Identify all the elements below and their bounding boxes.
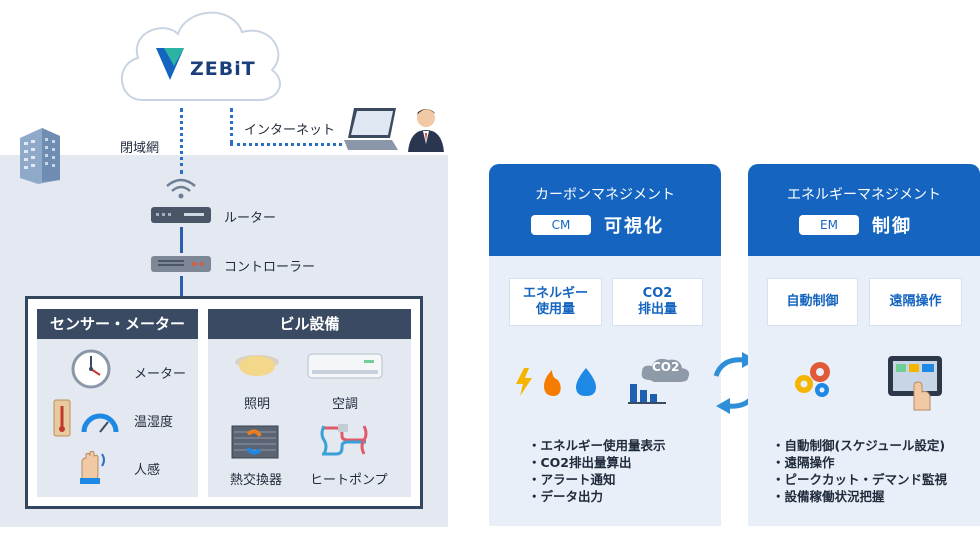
router-controller-line [180,227,183,253]
heat-pump-icon [320,424,368,456]
cm-bullet-3: ・アラート通知 [528,472,616,487]
equipment-item-heat-exchanger: 熱交換器 [230,473,283,488]
em-bullet-4: ・設備稼働状況把握 [772,489,885,504]
cm-bullet-4: ・データ出力 [528,489,604,504]
internet-line-horizontal [230,143,342,146]
heat-exchanger-icon [231,425,279,459]
controller-icon [151,256,211,272]
thermo-hygrometer-icon [53,399,119,437]
wifi-icon [166,178,196,199]
em-badge: EM [799,215,859,235]
flame-icon [544,370,561,396]
closed-network-line [180,108,183,174]
equipment-item-aircon: 空調 [332,397,359,412]
sensor-panel-title: センサー・メーター [37,309,198,339]
em-header [748,164,980,256]
sensor-item-meter: メーター [134,367,187,382]
lightning-icon [516,368,532,396]
em-bullets: ・自動制御(スケジュール設定) ・遠隔操作 ・ピークカット・デマンド監視 ・設備… [772,437,947,505]
cm-tag-co2: CO2 排出量 [612,278,703,326]
equipment-panel-title: ビル設備 [208,309,411,339]
router-label: ルーター [224,211,277,226]
em-tag-remote-operation: 遠隔操作 [869,278,962,326]
air-conditioner-icon [307,353,383,379]
building-icon [20,128,60,184]
em-bullet-2: ・遠隔操作 [772,455,835,470]
gears-icon [795,362,830,397]
equipment-item-heat-pump: ヒートポンプ [310,473,388,488]
cloud-icon [121,11,281,101]
user-icon [408,109,444,152]
light-icon [235,355,279,376]
em-bullet-3: ・ピークカット・デマンド監視 [772,472,948,487]
cm-bullet-1: ・エネルギー使用量表示 [528,438,666,453]
water-drop-icon [576,368,596,396]
zebit-logo-icon [156,48,184,80]
em-title: エネルギーマネジメント [787,187,941,203]
cm-tag-energy: エネルギー 使用量 [509,278,602,326]
sensor-item-temp-humidity: 温湿度 [134,415,174,430]
cm-bullet-2: ・CO2排出量算出 [528,455,632,470]
tablet-touch-icon [888,356,942,411]
equipment-item-lighting: 照明 [244,397,271,412]
co2-cloud-label: CO2 [652,360,680,374]
em-bullet-1: ・自動制御(スケジュール設定) [772,438,946,453]
laptop-icon [344,108,398,150]
cm-header [489,164,721,256]
controller-frame-line [180,276,183,298]
energy-icons [516,368,596,396]
controller-label: コントローラー [224,260,316,275]
cm-word: 可視化 [604,216,664,237]
em-word: 制御 [872,216,912,237]
cm-badge: CM [531,215,591,235]
internet-line-vertical [230,108,233,144]
router-icon [151,207,211,223]
meter-icon [71,349,111,389]
co2-chart-icon [628,358,690,404]
cm-title: カーボンマネジメント [535,187,675,203]
em-tag-auto-control: 自動制御 [767,278,858,326]
cm-bullets: ・エネルギー使用量表示 ・CO2排出量算出 ・アラート通知 ・データ出力 [528,437,666,505]
motion-sensor-icon [80,450,105,484]
closed-network-label: 閉域網 [120,141,160,156]
sensor-item-motion: 人感 [134,463,161,478]
internet-label: インターネット [244,123,336,138]
zebit-logo-text: ZEBiT [190,58,256,80]
